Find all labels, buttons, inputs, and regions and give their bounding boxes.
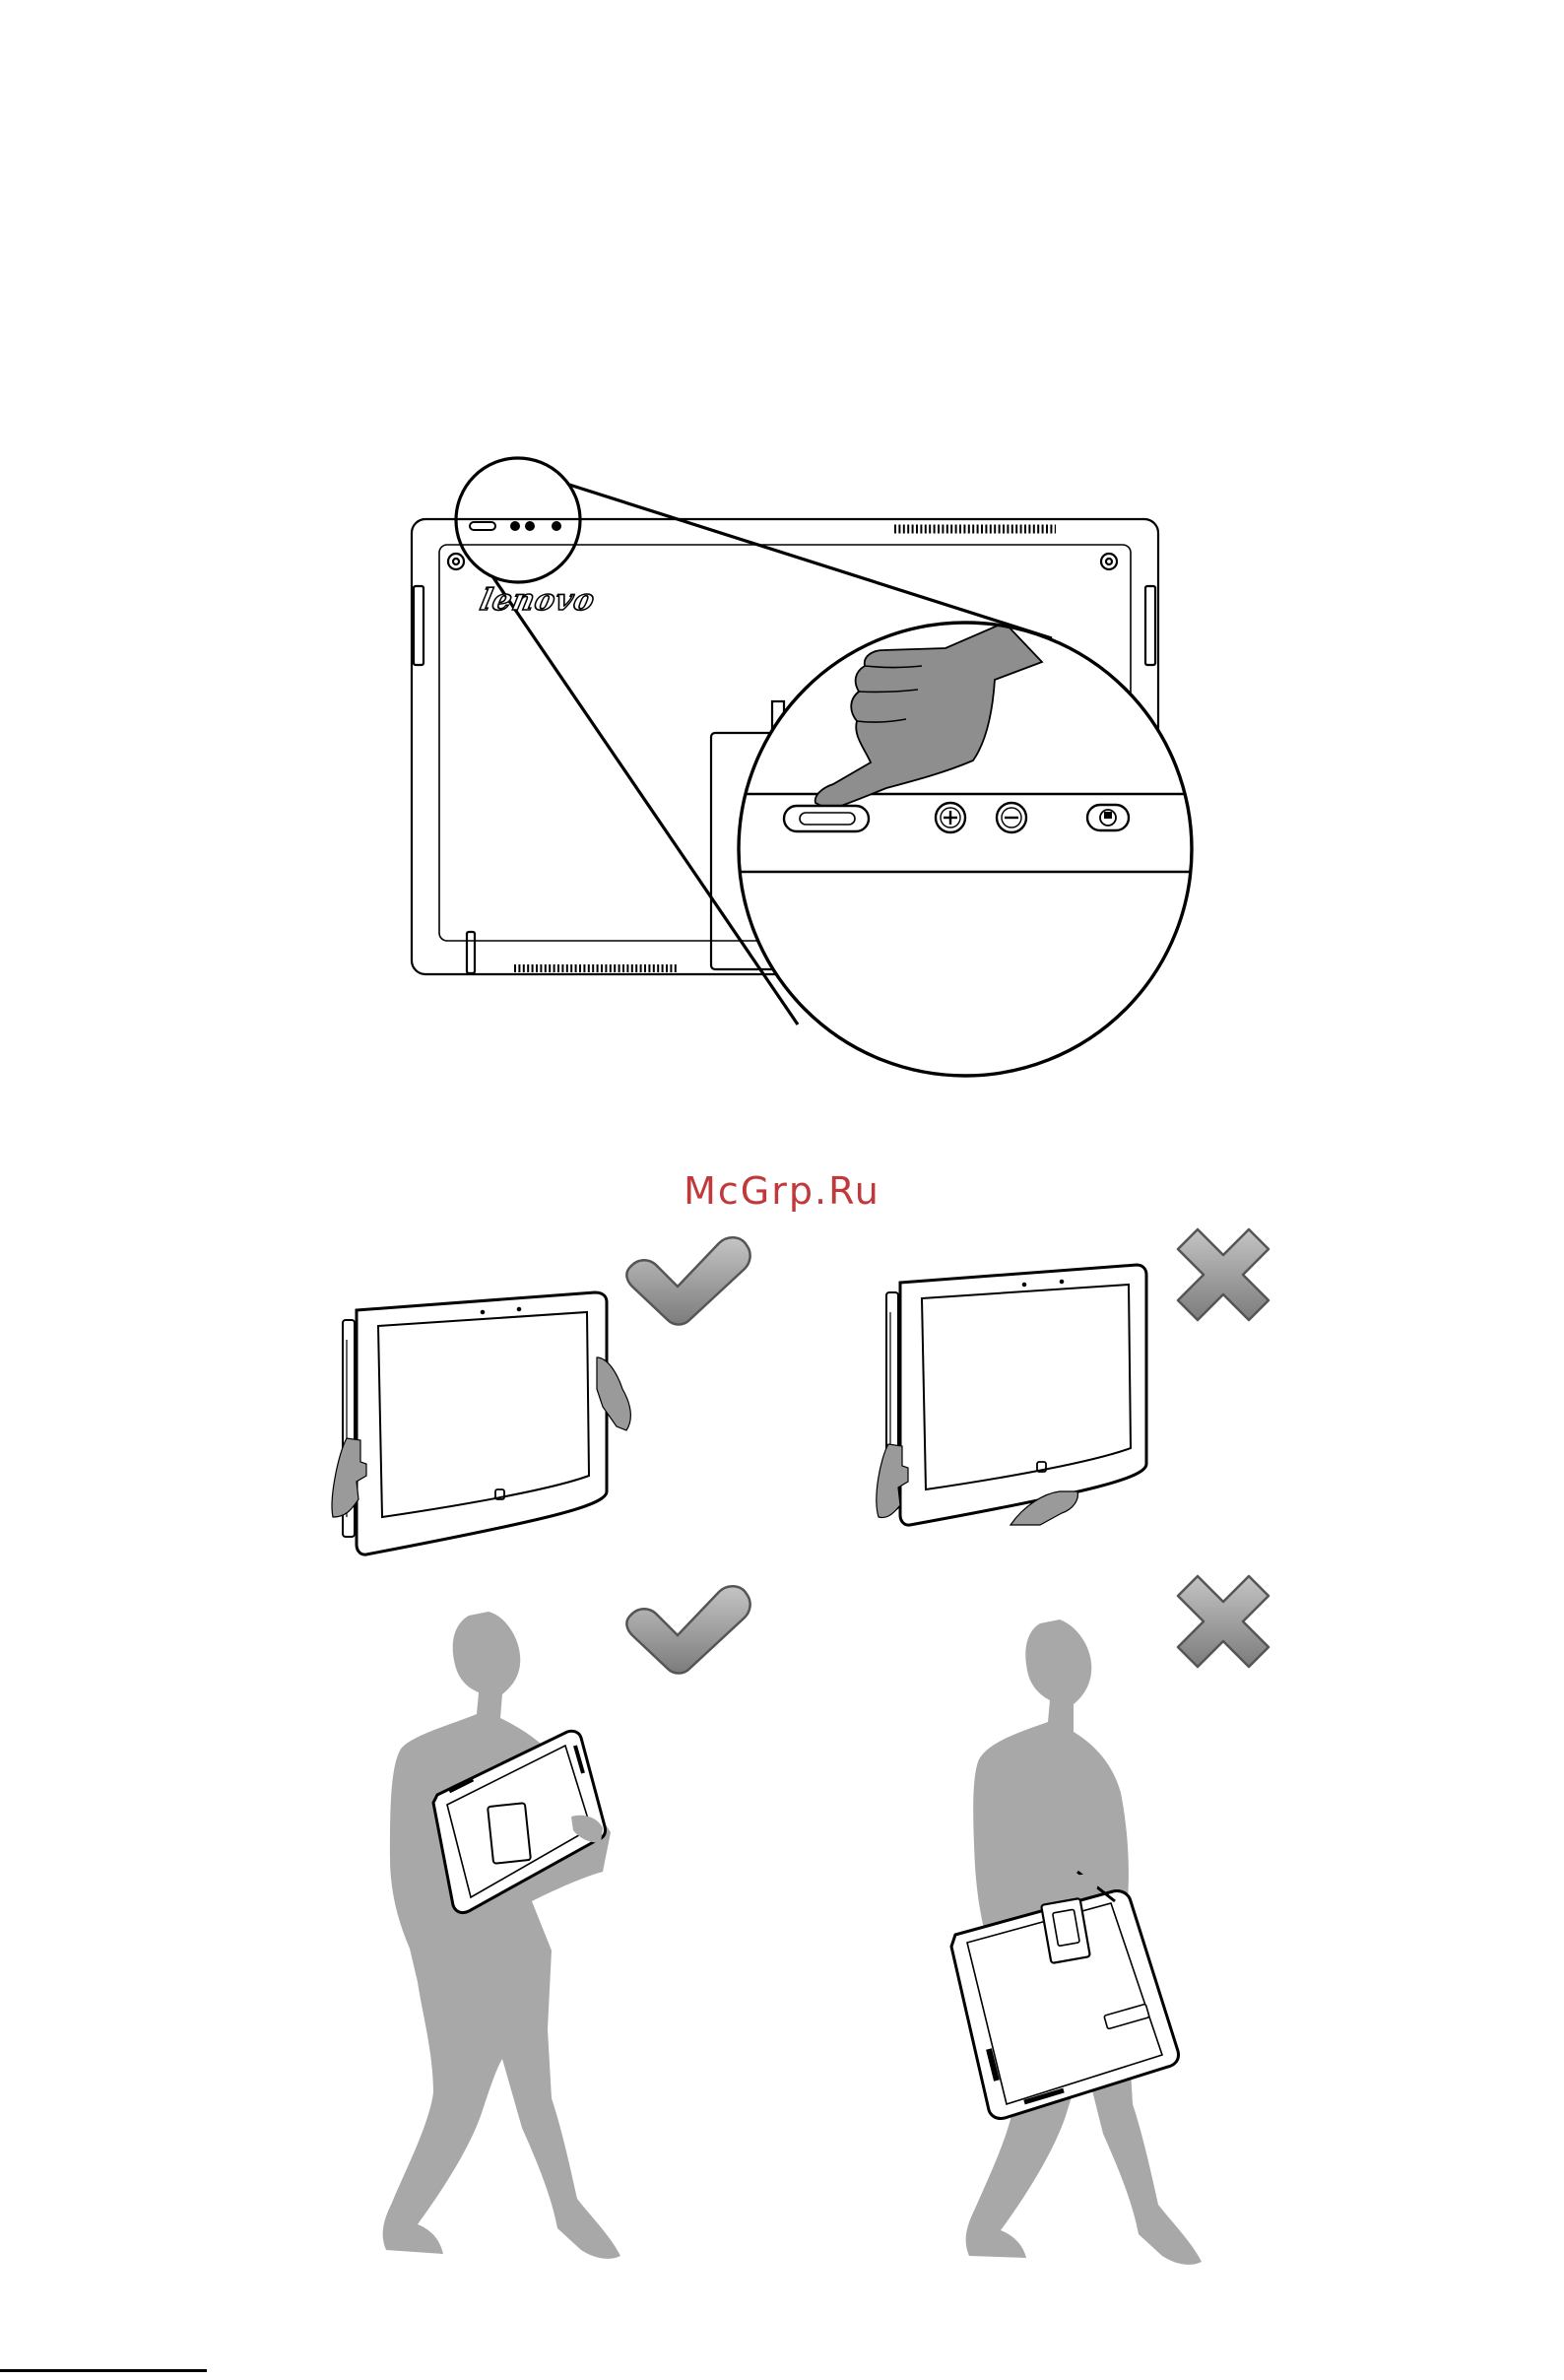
check-icon: [626, 1586, 749, 1673]
check-icon: [626, 1237, 749, 1324]
panel-hold-by-sides: [332, 1237, 750, 1554]
tablet-front-view: [886, 1265, 1146, 1525]
cross-icon: [1178, 1229, 1269, 1320]
panel-hold-by-side-and-bottom: [877, 1229, 1269, 1525]
panel-carry-screen-horizontal: [383, 1586, 750, 2259]
panel-carry-hanging-by-stand: [951, 1576, 1269, 2265]
person-silhouette: [383, 1612, 620, 2259]
tablet-front-view: [343, 1292, 607, 1554]
cross-icon: [1178, 1576, 1269, 1667]
page-footer-rule: [0, 2369, 207, 2372]
